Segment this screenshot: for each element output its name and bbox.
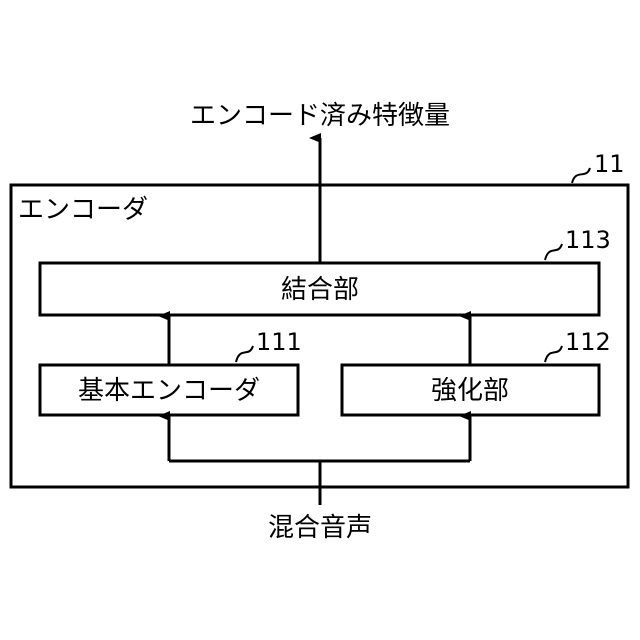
enhancer-ref: 112 [565, 328, 611, 356]
output-label: エンコード済み特徴量 [190, 101, 450, 131]
base-encoder-label: 基本エンコーダ [78, 376, 260, 406]
encoder-ref: 11 [594, 150, 625, 178]
enhancer-label: 強化部 [431, 376, 509, 406]
base-encoder-ref: 111 [256, 328, 302, 356]
combiner-ref: 113 [565, 226, 611, 254]
combiner-label: 結合部 [281, 275, 359, 305]
encoder-title: エンコーダ [18, 195, 148, 225]
combiner-ref-leader [545, 244, 562, 260]
enhancer-ref-leader [545, 346, 562, 362]
encoder-ref-leader [572, 168, 590, 183]
input-label: 混合音声 [268, 513, 372, 543]
base-encoder-ref-leader [236, 346, 253, 362]
